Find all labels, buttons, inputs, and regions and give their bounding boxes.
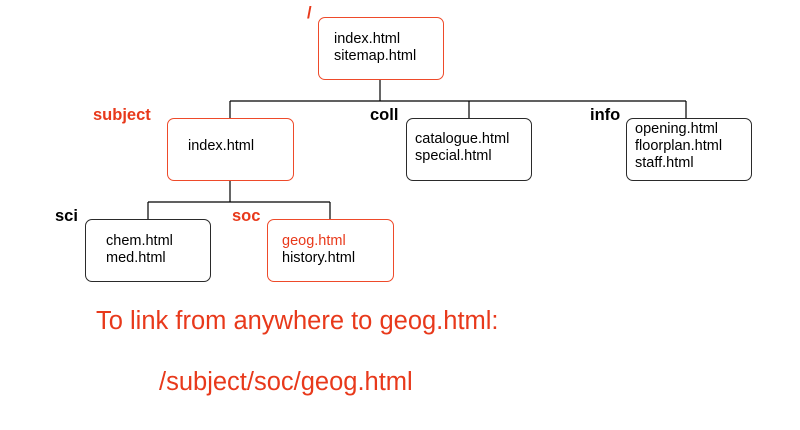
sci-folder-box: chem.html med.html [85, 219, 211, 282]
coll-folder-box: catalogue.html special.html [406, 118, 532, 181]
info-folder-box: opening.html floorplan.html staff.html [626, 118, 752, 181]
subject-folder-box: index.html [167, 118, 294, 181]
file-opening[interactable]: opening.html [635, 121, 719, 137]
file-med[interactable]: med.html [106, 250, 166, 266]
file-floorplan[interactable]: floorplan.html [635, 138, 723, 154]
file-sitemap[interactable]: sitemap.html [334, 48, 417, 64]
root-folder-box: index.html sitemap.html [318, 17, 444, 80]
sci-folder-label: sci [55, 207, 78, 225]
soc-folder-label: soc [232, 207, 261, 225]
coll-folder-label: coll [370, 106, 399, 124]
info-folder-label: info [590, 106, 621, 124]
root-folder-label: / [307, 4, 312, 22]
file-staff[interactable]: staff.html [635, 155, 694, 171]
file-special[interactable]: special.html [415, 148, 492, 164]
file-chem[interactable]: chem.html [106, 233, 173, 249]
file-catalogue[interactable]: catalogue.html [415, 131, 510, 147]
file-history[interactable]: history.html [282, 250, 356, 266]
file-geog[interactable]: geog.html [282, 233, 346, 249]
caption-instruction: To link from anywhere to geog.html: [96, 307, 499, 335]
file-index-root[interactable]: index.html [334, 31, 401, 47]
subject-folder-label: subject [93, 106, 151, 124]
soc-folder-box: geog.html history.html [267, 219, 394, 282]
caption-path: /subject/soc/geog.html [159, 368, 413, 396]
file-index-subject[interactable]: index.html [188, 138, 255, 154]
